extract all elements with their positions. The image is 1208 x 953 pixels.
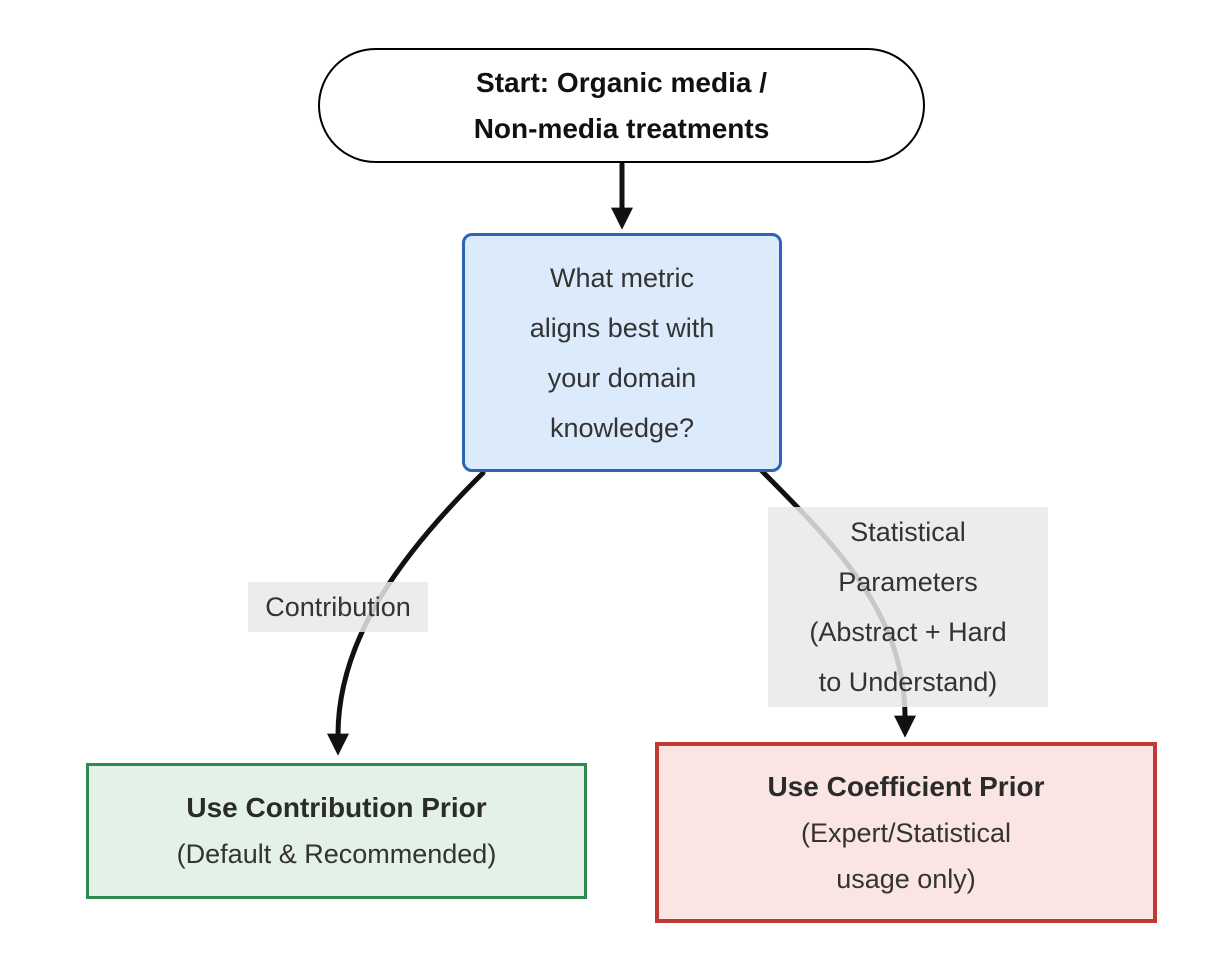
question-node-line-4: knowledge?: [549, 412, 695, 443]
coefficient-prior-node: Use Coefficient Prior (Expert/Statistica…: [655, 742, 1157, 923]
start-node: Start: Organic media / Non-media treatme…: [318, 48, 925, 163]
contribution-prior-title: Use Contribution Prior: [186, 792, 487, 823]
contribution-edge-label: Contribution: [248, 582, 428, 632]
statistical-edge-label: Statistical Parameters (Abstract + Hard …: [768, 507, 1048, 707]
coefficient-prior-title: Use Coefficient Prior: [767, 770, 1045, 802]
question-node-line-2: aligns best with: [529, 312, 715, 343]
statistical-edge-label-line-3: (Abstract + Hard: [809, 617, 1007, 647]
start-node-line-2: Non-media treatments: [473, 112, 770, 144]
statistical-edge-label-line-2: Parameters: [838, 567, 978, 597]
contribution-prior-subtitle: (Default & Recommended): [176, 839, 497, 869]
question-node-line-1: What metric: [549, 262, 695, 293]
question-node-line-3: your domain: [547, 362, 697, 393]
statistical-edge-label-line-4: to Understand): [818, 667, 998, 697]
coefficient-prior-subtitle-line-1: (Expert/Statistical: [800, 817, 1012, 848]
contribution-prior-node: Use Contribution Prior (Default & Recomm…: [86, 763, 587, 899]
contribution-edge-label-text: Contribution: [265, 592, 411, 622]
question-node: What metric aligns best with your domain…: [462, 233, 782, 472]
coefficient-prior-subtitle-line-2: usage only): [836, 863, 976, 894]
statistical-edge-label-line-1: Statistical: [850, 517, 966, 547]
start-node-line-1: Start: Organic media /: [476, 66, 767, 98]
